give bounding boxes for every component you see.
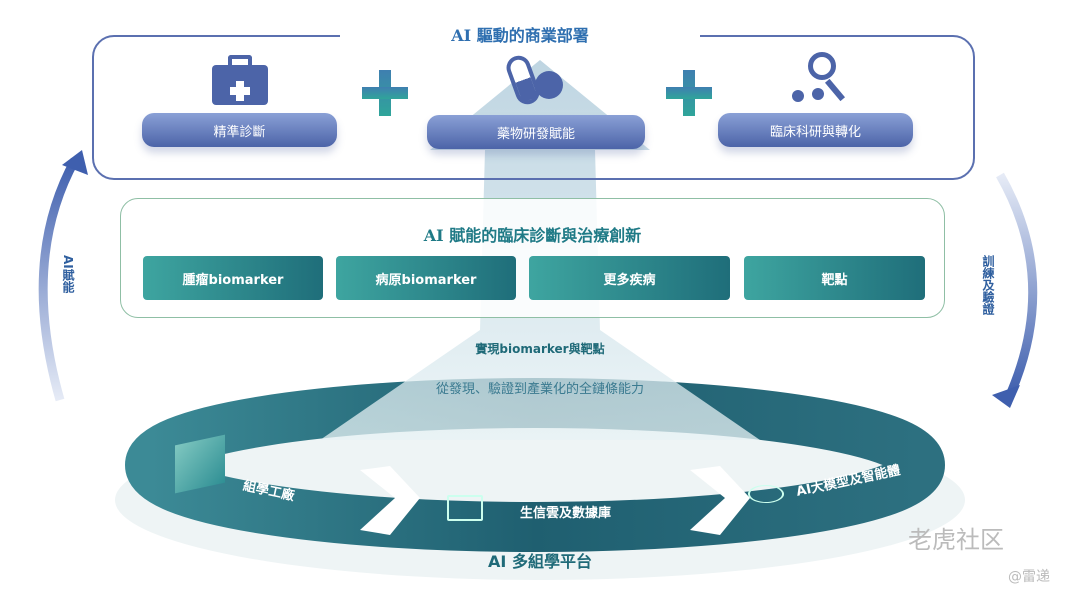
magnifier-molecule-icon <box>790 50 850 108</box>
plus-icon <box>362 70 408 116</box>
drug-rd-pill: 藥物研發賦能 <box>427 115 645 149</box>
monitor-chart-icon <box>447 495 483 521</box>
right-arrowhead-icon <box>992 385 1020 408</box>
center-description: 從發現、驗證到產業化的全鏈條能力 <box>435 382 644 397</box>
plus-icon <box>666 70 712 116</box>
precision-diagnosis-pill: 精準診斷 <box>142 113 337 147</box>
commercial-deployment-title: AI 驅動的商業部署 <box>340 22 700 46</box>
ring-bioinfo-cloud: 生信雲及數據庫 <box>520 506 612 521</box>
tile-pathogen-biomarker: 病原biomarker <box>336 256 516 300</box>
left-arrowhead-icon <box>62 150 88 175</box>
clinical-innovation-title: AI 賦能的臨床診斷與治療創新 <box>423 226 642 245</box>
tile-targets: 靶點 <box>744 256 925 300</box>
pill-icon <box>503 52 565 110</box>
train-validate-label: 訓練及驗證 <box>981 255 995 315</box>
right-cycle-arrow <box>996 172 1038 397</box>
medical-kit-icon <box>212 55 268 105</box>
clinical-research-pill: 臨床科研與轉化 <box>718 113 913 147</box>
ring-chevron <box>690 466 750 535</box>
platform-title: AI 多組學平台 <box>488 552 592 571</box>
ring-chevron <box>360 466 420 535</box>
tile-tumor-biomarker: 腫瘤biomarker <box>143 256 323 300</box>
tile-more-diseases: 更多疾病 <box>529 256 730 300</box>
center-subtitle: 實現biomarker與靶點 <box>475 342 605 356</box>
watermark-author: @雷递 <box>1008 569 1050 585</box>
watermark-brand: 老虎社区 <box>908 526 1004 554</box>
left-cycle-arrow <box>38 157 79 402</box>
ai-empower-label: AI賦能 <box>61 255 75 293</box>
